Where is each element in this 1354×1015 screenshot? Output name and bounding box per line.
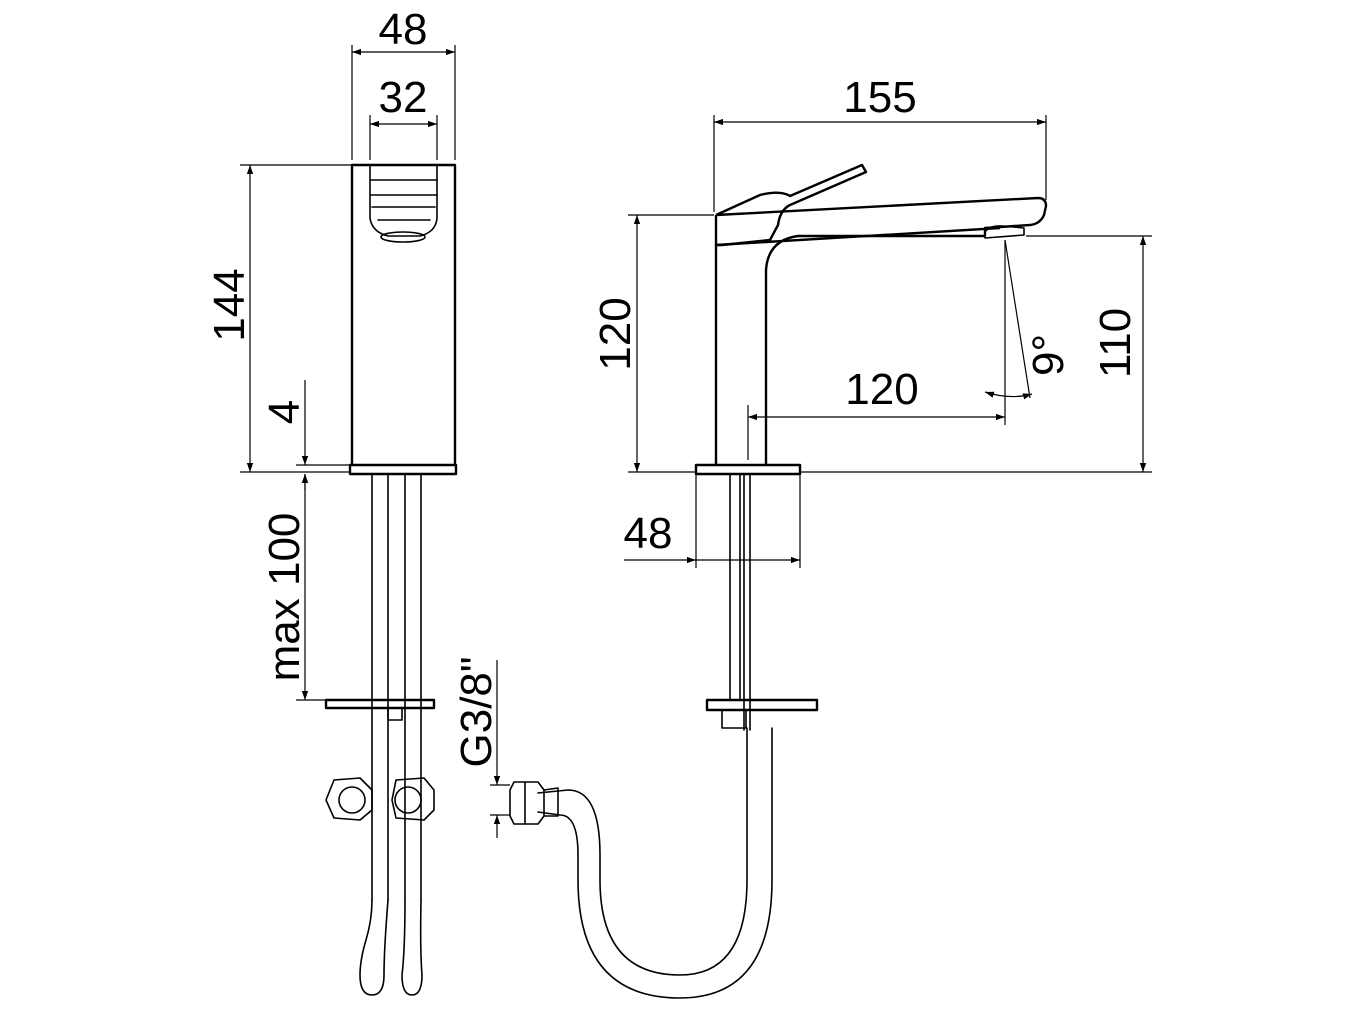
side-view: [509, 163, 1048, 999]
dim-g38: G3/8": [452, 656, 501, 767]
dim-max-100: max 100: [260, 513, 309, 682]
front-dimensions: [240, 45, 510, 838]
dim-4: 4: [260, 400, 309, 424]
dim-48-top: 48: [379, 5, 428, 54]
dim-155: 155: [843, 73, 916, 122]
dim-48-base: 48: [624, 509, 673, 558]
dim-110: 110: [1091, 308, 1140, 378]
side-dimensions: [624, 115, 1152, 568]
dim-32: 32: [379, 73, 428, 122]
dim-9-degree: 9°: [1024, 334, 1073, 376]
front-view: [324, 163, 458, 996]
dim-144: 144: [205, 268, 254, 341]
dim-120-reach: 120: [845, 365, 918, 414]
dim-120-height: 120: [591, 297, 640, 370]
